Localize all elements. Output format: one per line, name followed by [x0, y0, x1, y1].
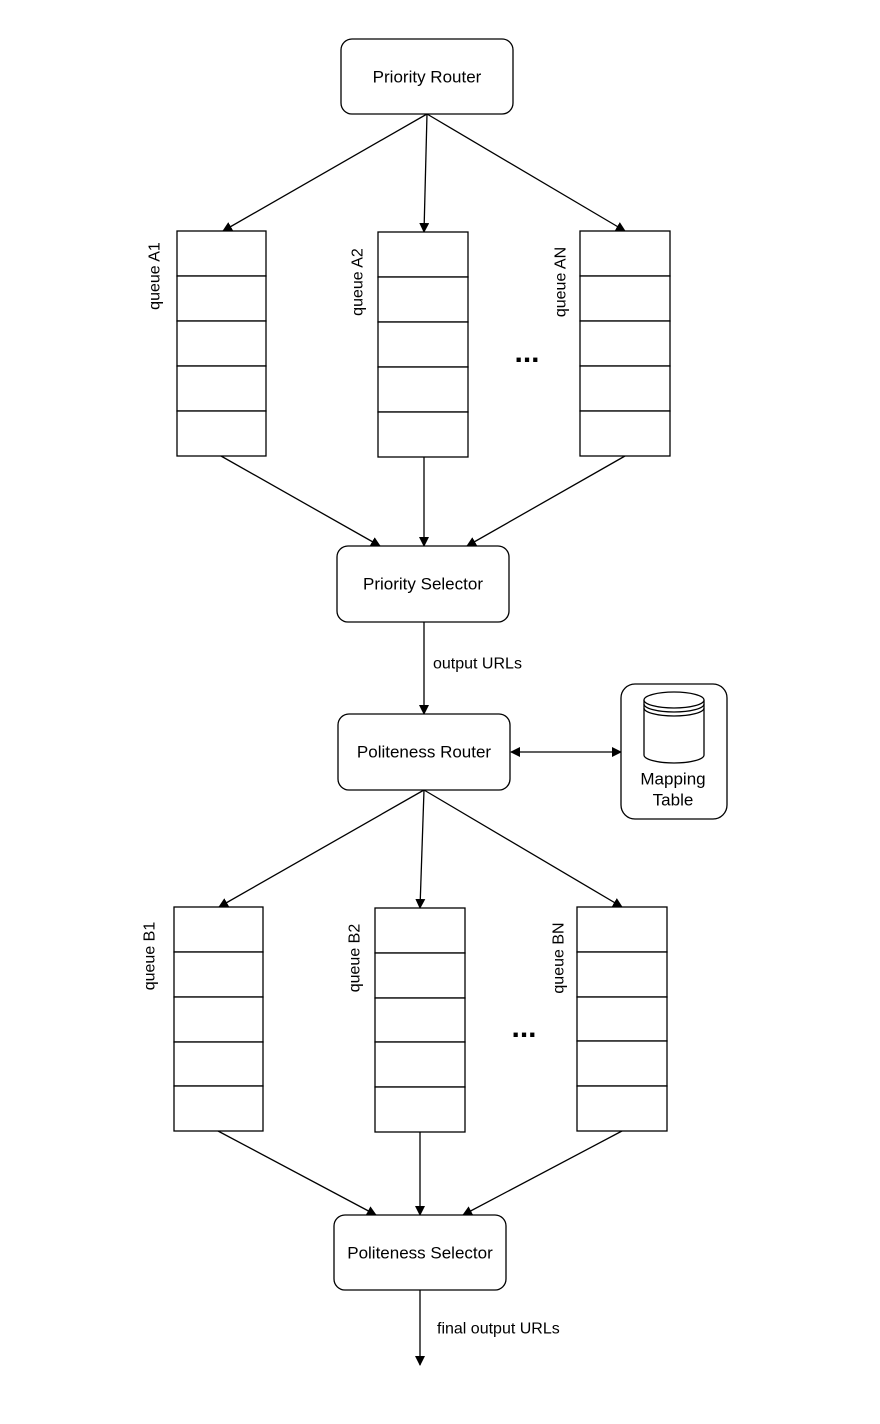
edge-queue-bn-to-selector [462, 1130, 623, 1216]
queue-a2 [377, 231, 469, 458]
final-output-urls-label: final output URLs [437, 1321, 560, 1338]
edge-router-to-queue-a2 [419, 113, 430, 233]
node-mapping-table: Mapping Table [620, 683, 728, 820]
queue-a1-label: queue A1 [147, 242, 164, 310]
queue-an-label: queue AN [553, 247, 570, 317]
queue-b2-label: queue B2 [347, 924, 364, 993]
edge-queue-a1-to-selector [220, 455, 381, 547]
queue-b1 [173, 906, 264, 1132]
queue-bn-label: queue BN [551, 922, 568, 993]
queue-a-ellipsis: ... [514, 336, 539, 369]
edge-router-to-queue-bn [423, 789, 623, 908]
politeness-router-label: Politeness Router [357, 743, 492, 762]
edge-router-to-queue-a1 [222, 113, 428, 232]
queue-bn [576, 906, 668, 1132]
node-priority-router: Priority Router [340, 38, 514, 115]
database-icon [643, 691, 705, 764]
mapping-table-label-line1: Mapping [640, 770, 705, 789]
edge-queue-an-to-selector [466, 455, 626, 547]
edge-router-to-queue-an [426, 113, 626, 232]
queue-a2-label: queue A2 [350, 248, 367, 316]
node-priority-selector: Priority Selector [336, 545, 510, 623]
edge-router-to-queue-b2 [415, 789, 426, 909]
queue-b1-label: queue B1 [142, 922, 159, 991]
queue-b-ellipsis: ... [511, 1011, 536, 1044]
priority-selector-label: Priority Selector [363, 575, 483, 594]
mapping-table-label-line2: Table [653, 791, 694, 810]
edges [217, 113, 626, 1366]
edge-queue-b1-to-selector [217, 1130, 377, 1216]
output-urls-label: output URLs [433, 656, 522, 673]
node-politeness-selector: Politeness Selector [333, 1214, 507, 1291]
queue-b2 [374, 907, 466, 1133]
politeness-selector-label: Politeness Selector [347, 1244, 493, 1263]
edge-router-to-queue-b1 [218, 789, 425, 908]
priority-router-label: Priority Router [373, 68, 482, 87]
node-politeness-router: Politeness Router [337, 713, 511, 791]
queue-an [579, 230, 671, 457]
queue-a1 [176, 230, 267, 457]
